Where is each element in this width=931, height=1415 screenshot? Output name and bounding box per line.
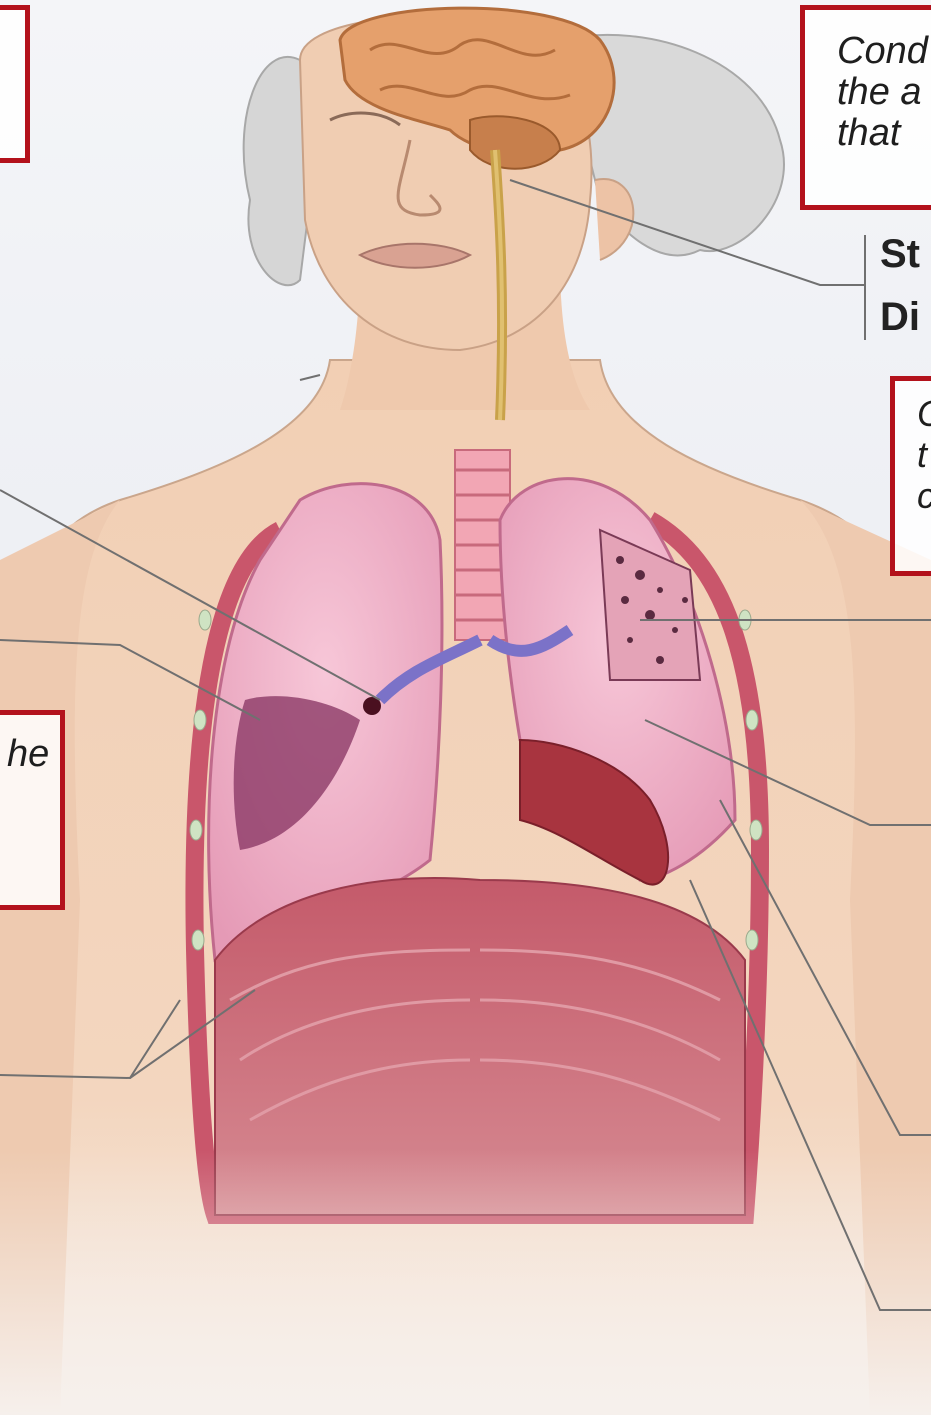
callout-left-mid: he <box>0 710 65 910</box>
right-label-2: Di <box>880 295 920 340</box>
callout-top-right-line3: that <box>837 114 900 154</box>
callout-mid-right: C t c <box>890 376 931 576</box>
callout-top-right-line2: the a <box>837 73 922 113</box>
callout-top-left <box>0 5 30 163</box>
callout-top-right: Cond the a that <box>800 5 931 210</box>
callout-left-mid-line1: he <box>7 735 49 775</box>
callout-top-right-line1: Cond <box>837 32 928 72</box>
right-label-1: St <box>880 232 920 277</box>
callout-mid-right-line3: c <box>917 477 931 515</box>
callout-mid-right-line2: t <box>917 436 927 474</box>
callout-mid-right-line1: C <box>917 395 931 433</box>
